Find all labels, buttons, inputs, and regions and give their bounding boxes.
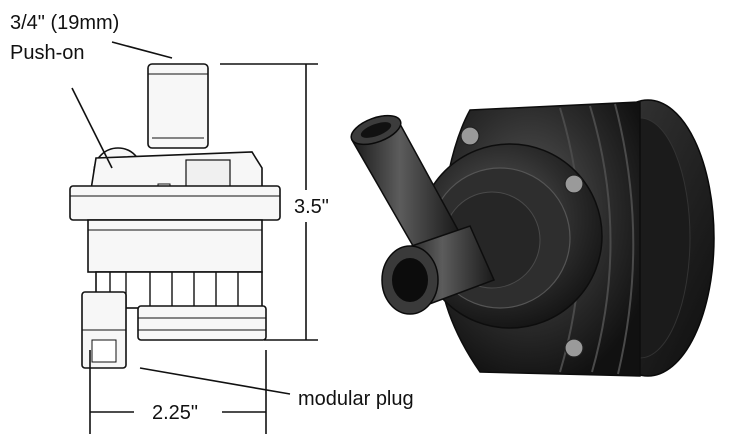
outlet-tube [381,225,496,315]
inlet-type-label: Push-on [10,42,85,64]
screw-icon [564,338,584,358]
plug-leader [139,367,291,395]
screw-icon [564,174,584,194]
width-dimension [89,350,267,434]
inlet-size-label: 3/4" (19mm) [10,12,120,34]
inlet-tube [350,114,459,260]
housing-screws [460,126,584,358]
height-dimension-label: 3.5" [294,196,329,218]
pushon-leader [71,87,113,169]
pump-photo [350,99,715,377]
height-dimension [220,63,318,341]
housing-flange [69,185,281,221]
size-leader [111,41,173,59]
leader-lines [71,41,291,395]
base-cap [137,305,267,341]
inlet-nozzle [147,63,209,149]
plug-label: modular plug [298,388,414,410]
screw-icon [460,126,480,146]
line-drawing [69,63,281,369]
width-dimension-label: 2.25" [152,402,199,424]
motor-body [87,219,263,273]
